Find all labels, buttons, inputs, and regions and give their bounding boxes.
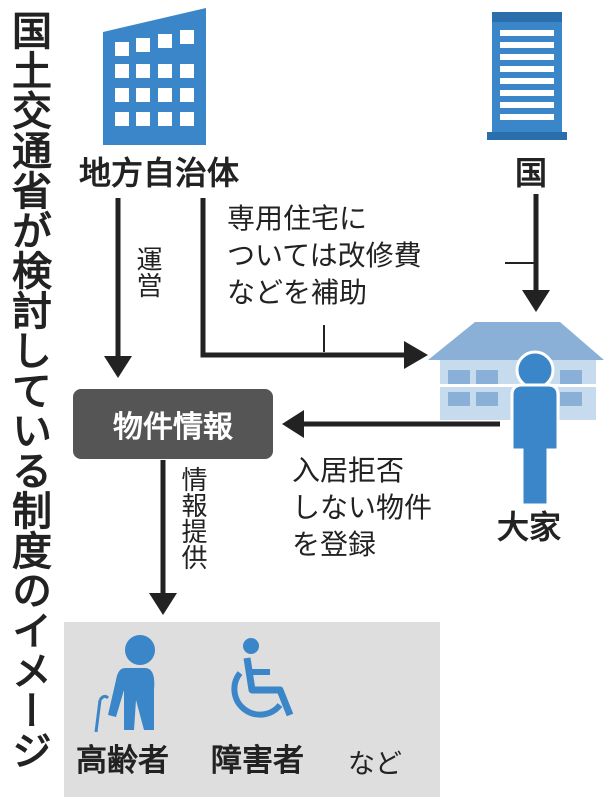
operate-label: 運営 bbox=[132, 246, 162, 298]
arrow-operate-head bbox=[104, 356, 132, 378]
register-line-2: しない物件 bbox=[292, 491, 433, 524]
elderly-label: 高齢者 bbox=[76, 743, 169, 779]
local-government-building-icon bbox=[103, 8, 206, 145]
disabled-label: 障害者 bbox=[211, 743, 304, 779]
wheelchair-icon bbox=[231, 638, 294, 718]
landlord-label: 大家 bbox=[497, 508, 562, 546]
national-label: 国 bbox=[515, 154, 548, 192]
arrow-subsidy-head bbox=[404, 341, 428, 369]
subsidy-line-2: ついては改修費 bbox=[227, 239, 422, 272]
local-government-label: 地方自治体 bbox=[79, 154, 240, 192]
elderly-person-icon bbox=[94, 635, 155, 733]
national-building-icon bbox=[487, 12, 567, 140]
arrow-provide-info-head bbox=[149, 593, 177, 615]
arrow-national-head bbox=[522, 290, 550, 312]
register-line-3: を登録 bbox=[292, 528, 377, 561]
provide-info-label: 情報提供 bbox=[177, 466, 207, 570]
register-line-1: 入居拒否 bbox=[292, 454, 405, 487]
subsidy-line-3: などを補助 bbox=[227, 276, 368, 309]
diagram-title: 国土交通省が検討している制度のイメージ bbox=[5, 10, 51, 770]
subsidy-line-1: 専用住宅に bbox=[227, 202, 368, 235]
arrow-register-head bbox=[282, 410, 304, 438]
subsidy-label: 専用住宅に ついては改修費 などを補助 bbox=[227, 200, 422, 311]
arrow-subsidy bbox=[200, 198, 408, 358]
landlord-person-icon bbox=[510, 350, 560, 507]
property-info-box: 物件情報 bbox=[73, 389, 273, 459]
register-label: 入居拒否 しない物件 を登録 bbox=[292, 452, 432, 563]
etc-label: など bbox=[348, 749, 402, 780]
